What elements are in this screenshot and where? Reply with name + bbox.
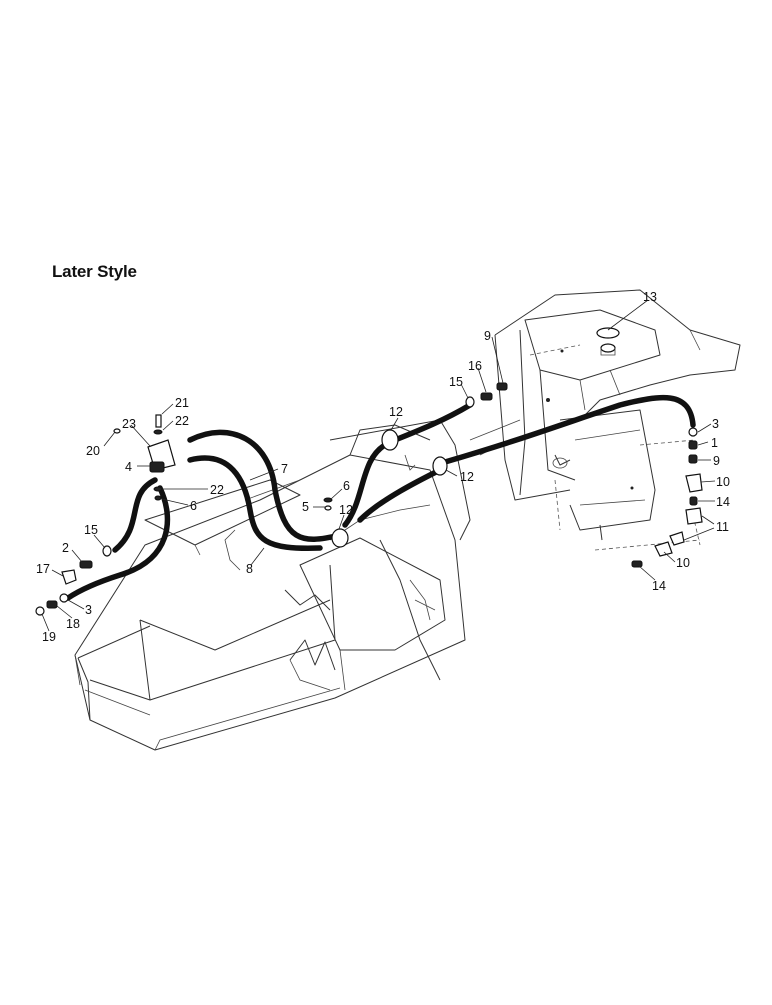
hose-to-tank xyxy=(442,394,696,465)
right-tank-frame xyxy=(469,289,741,541)
callout-10: 10 xyxy=(716,475,730,489)
left-chute-frame xyxy=(74,419,471,751)
callout-9: 9 xyxy=(713,454,720,468)
clamp-12-right xyxy=(432,456,448,476)
callout-6: 6 xyxy=(343,479,350,493)
callout-15: 15 xyxy=(449,375,463,389)
callout-17: 17 xyxy=(36,562,50,576)
hydraulic-hoses xyxy=(65,394,696,601)
callout-21: 21 xyxy=(175,396,189,410)
callout-12: 12 xyxy=(339,503,353,517)
callout-14: 14 xyxy=(716,495,730,509)
hose-left-return xyxy=(112,477,158,553)
callout-1: 1 xyxy=(711,436,718,450)
callout-15: 15 xyxy=(84,523,98,537)
hose-center-loop xyxy=(342,442,388,528)
callout-numbers: 13 9 16 15 12 12 12 21 22 23 20 4 7 22 6… xyxy=(36,290,730,644)
callout-12: 12 xyxy=(460,470,474,484)
callout-13: 13 xyxy=(643,290,657,304)
clamp-12-lower xyxy=(331,528,349,548)
fittings xyxy=(35,382,703,616)
callout-12: 12 xyxy=(389,405,403,419)
callout-14: 14 xyxy=(652,579,666,593)
callout-20: 20 xyxy=(86,444,100,458)
callout-4: 4 xyxy=(125,460,132,474)
clamp-12-upper xyxy=(381,429,399,451)
callout-19: 19 xyxy=(42,630,56,644)
callout-6: 6 xyxy=(190,499,197,513)
leader-lines xyxy=(41,299,716,632)
hose-8 xyxy=(187,455,323,551)
callout-3: 3 xyxy=(85,603,92,617)
callout-10: 10 xyxy=(676,556,690,570)
callout-23: 23 xyxy=(122,417,136,431)
hose-center-lower xyxy=(357,467,443,523)
callout-5: 5 xyxy=(302,500,309,514)
callout-3: 3 xyxy=(712,417,719,431)
callout-8: 8 xyxy=(246,562,253,576)
callout-16: 16 xyxy=(468,359,482,373)
hose-left-supply xyxy=(65,485,171,601)
hose-center-upper xyxy=(392,402,473,443)
hose-7 xyxy=(187,429,343,542)
diagram-title: Later Style xyxy=(52,262,137,281)
callout-11: 11 xyxy=(716,520,729,534)
callout-2: 2 xyxy=(62,541,69,555)
callout-22: 22 xyxy=(210,483,224,497)
callout-9: 9 xyxy=(484,329,491,343)
callout-7: 7 xyxy=(281,462,288,476)
callout-22: 22 xyxy=(175,414,189,428)
phantom-lines xyxy=(529,344,701,551)
callout-18: 18 xyxy=(66,617,80,631)
